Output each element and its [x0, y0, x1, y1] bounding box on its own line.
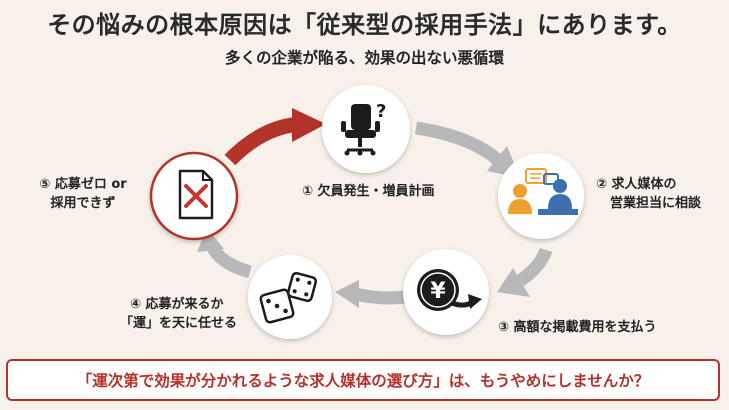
document-x-icon	[178, 169, 214, 220]
step3-label: ③ 高額な掲載費用を支払う	[498, 318, 657, 337]
step5-label-line1: ⑤ 応募ゼロ or	[39, 177, 127, 192]
step4-label-line1: ④ 応募が来るか	[130, 297, 224, 312]
dice-icon	[259, 271, 318, 324]
closing-banner-text: 「運次第で効果が分かれるような求人媒体の選び方」は、もうやめにしませんか？	[76, 372, 650, 390]
step5-label-line2: 採用できず	[50, 196, 116, 211]
step2-circle	[498, 153, 584, 239]
page-title: その悩みの根本原因は「従来型の採用手法」にあります。	[47, 11, 682, 39]
step5-label: ⑤ 応募ゼロ or 採用できず	[28, 175, 138, 213]
step2-label: ② 求人媒体の 営業担当に相談	[596, 175, 701, 213]
step4-label-line2: 「運」を天に任せる	[120, 316, 238, 331]
office-chair-question-icon: ?	[341, 101, 386, 156]
yen-coin-payment-icon: ¥	[417, 269, 482, 311]
arrow-step1-to-step2	[415, 121, 520, 178]
arrow-step5-to-step1	[224, 108, 326, 166]
step2-label-line1: ② 求人媒体の	[596, 177, 677, 192]
yen-glyph: ¥	[430, 279, 446, 304]
step1-label-line1: ① 欠員発生・増員計画	[302, 184, 435, 199]
arrow-step4-to-step5	[197, 228, 252, 279]
arrow-step2-to-step3	[497, 247, 553, 297]
step4-label: ④ 応募が来るか 「運」を天に任せる	[120, 295, 237, 333]
page-subtitle: 多くの企業が陥る、効果の出ない悪循環	[224, 49, 504, 67]
step2-label-line2: 営業担当に相談	[610, 196, 702, 211]
consultation-icon	[508, 168, 578, 215]
step3-label-line1: ③ 高額な掲載費用を支払う	[498, 320, 657, 335]
closing-banner: 「運次第で効果が分かれるような求人媒体の選び方」は、もうやめにしませんか？	[6, 359, 720, 401]
question-mark-glyph: ?	[376, 101, 386, 122]
arrow-step3-to-step4	[335, 280, 406, 308]
step1-label: ① 欠員発生・増員計画	[302, 182, 435, 201]
